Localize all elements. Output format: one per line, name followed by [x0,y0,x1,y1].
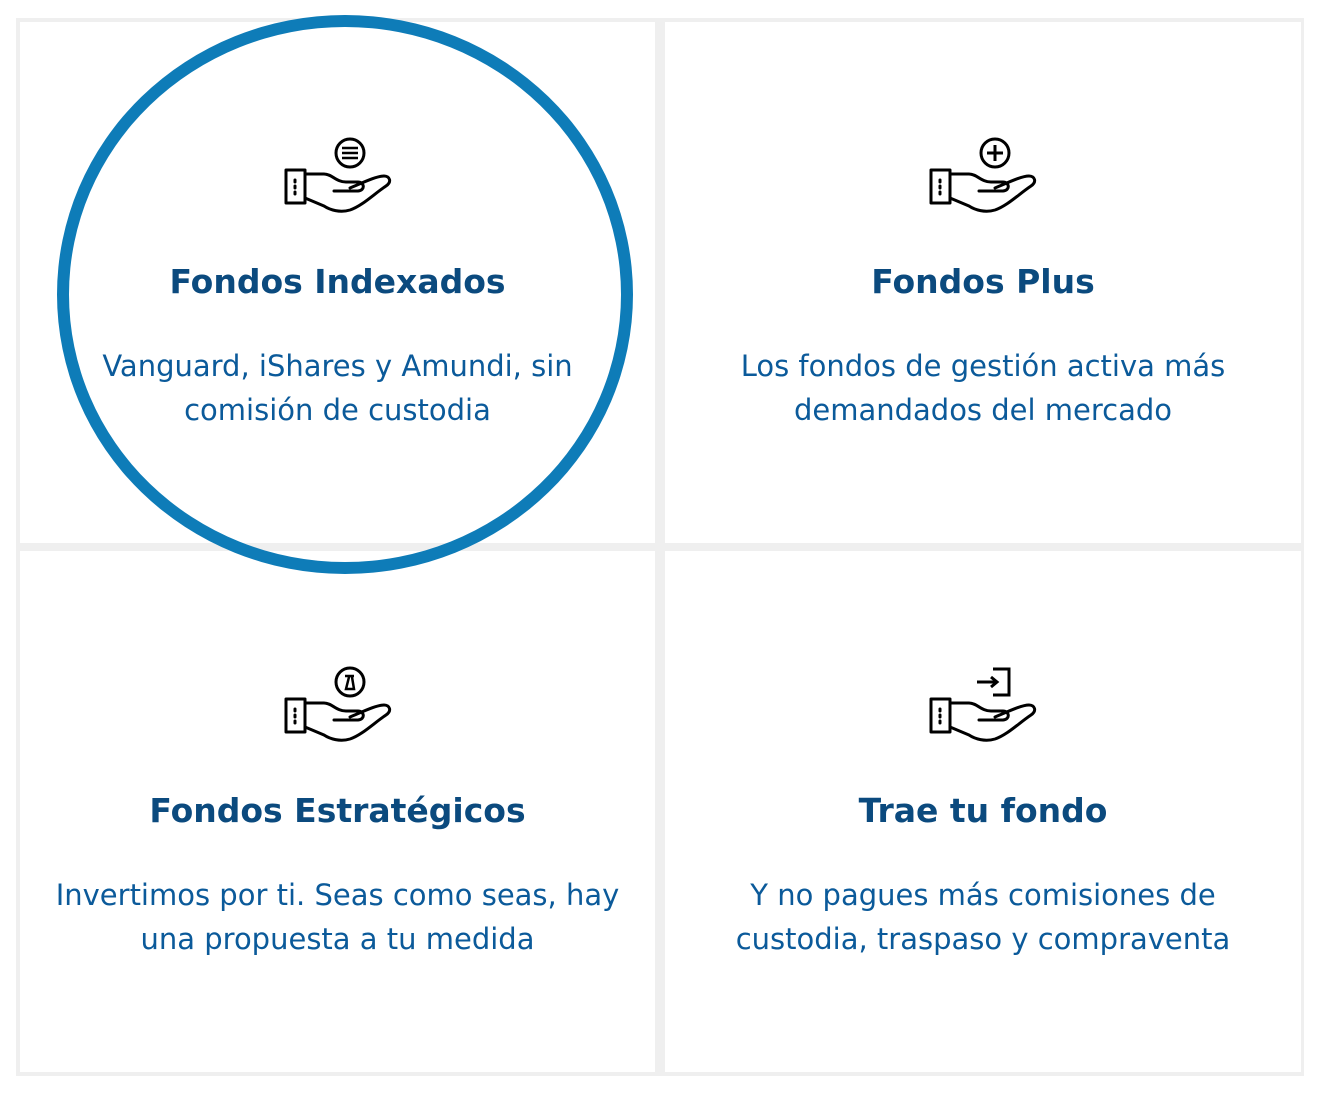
card-description: Invertimos por ti. Seas como seas, hay u… [55,878,620,956]
card-trae-tu-fondo[interactable]: Trae tu fondo Y no pagues más comisiones… [665,551,1301,1072]
hand-strategy-icon [284,666,391,742]
card-description: Los fondos de gestión activa más demanda… [740,349,1226,427]
card-title: Fondos Estratégicos [149,791,526,830]
card-fondos-plus[interactable]: Fondos Plus Los fondos de gestión activa… [665,22,1301,543]
card-title: Fondos Plus [871,262,1095,301]
card-description: Y no pagues más comisiones de custodia, … [735,878,1231,956]
card-title: Trae tu fondo [858,791,1108,830]
card-fondos-indexados[interactable]: Fondos Indexados Vanguard, iShares y Amu… [20,22,655,543]
hand-transfer-icon [929,667,1037,742]
card-fondos-estrategicos[interactable]: Fondos Estratégicos Invertimos por ti. S… [20,551,655,1072]
card-title: Fondos Indexados [169,262,506,301]
card-description: Vanguard, iShares y Amundi, sin comisión… [102,349,573,427]
hand-plus-icon [929,137,1037,213]
hand-list-icon [284,137,391,213]
